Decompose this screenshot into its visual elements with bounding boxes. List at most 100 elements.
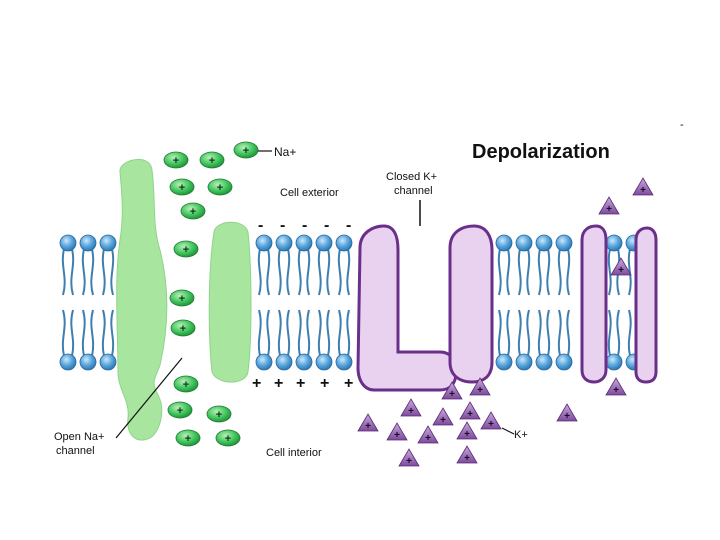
svg-text:+: + [408,406,414,417]
k-channel-middle-subunit [448,224,494,384]
lipid-head [535,234,553,252]
phospholipid [295,234,313,371]
lipid-head [59,353,77,371]
na-channel-right-subunit [208,221,252,383]
phospholipid [255,234,273,371]
lipid-head [515,353,533,371]
na-ion: + [199,151,225,169]
diagram-title: Depolarization [472,141,610,163]
interior-plus-2: + [274,375,283,392]
svg-text:+: + [190,206,196,218]
k-ion: + [469,377,491,396]
k-ion: + [400,398,422,417]
lipid-head [335,234,353,252]
svg-text:+: + [243,145,249,157]
svg-text:+: + [477,385,483,396]
lipid-head [295,234,313,252]
lipid-head [99,353,117,371]
phospholipid [59,234,77,371]
svg-text:+: + [449,389,455,400]
k-ion: + [357,413,379,432]
interior-plus-1: + [252,375,261,392]
lipid-head [605,234,623,252]
na-ion-label: Na+ [274,145,296,159]
k-channel-right-subunit-a [580,224,608,384]
lipid-head [255,234,273,252]
lipid-head [295,353,313,371]
k-ion: + [441,381,463,400]
k-ion: + [432,407,454,426]
svg-text:+: + [640,185,646,196]
svg-text:+: + [177,405,183,417]
k-ion: + [456,445,478,464]
svg-text:+: + [216,409,222,421]
k-ion: + [386,422,408,441]
na-ion: + [215,429,241,447]
interior-plus-3: + [296,375,305,392]
lipid-head [515,234,533,252]
k-ions: +++++++++++++++++ [357,177,654,467]
na-ion: + [233,141,259,159]
interior-plus-5: + [344,375,353,392]
lipid-head [495,353,513,371]
svg-text:+: + [179,182,185,194]
phospholipid [605,234,623,371]
svg-text:+: + [217,182,223,194]
lipid-head [335,353,353,371]
open-na-pointer [115,357,183,439]
lipid-head [79,353,97,371]
lipid-head [605,353,623,371]
lipid-head [275,234,293,252]
k-ion: + [605,377,627,396]
closed-k-label-line1: Closed K+ [386,171,437,183]
k-label-line [501,427,515,435]
exterior-charges: - - - - - [258,217,351,234]
exterior-minus-5: - [346,217,351,234]
k-channel-left-subunit [356,224,458,392]
k-ion: + [632,177,654,196]
k-ion: + [398,448,420,467]
na-ion: + [206,405,232,423]
phospholipid [495,234,513,371]
svg-text:+: + [464,429,470,440]
phospholipid [335,234,353,371]
na-ion: + [207,178,233,196]
lipid-head [255,353,273,371]
svg-text:+: + [183,244,189,256]
exterior-minus-1: - [258,217,263,234]
k-ion-label: K+ [514,429,528,441]
k-channel-right-subunit-b [634,226,658,384]
lipid-head [555,234,573,252]
na-ions: ++++++++++++++ [163,141,259,447]
k-ion: + [556,403,578,422]
k-ion: + [456,421,478,440]
k-ion: + [598,196,620,215]
open-na-channel [116,159,252,441]
svg-text:+: + [618,265,624,276]
cell-interior-label: Cell interior [266,447,322,459]
phospholipid [555,234,573,371]
svg-text:+: + [179,293,185,305]
closed-k-label-line2: channel [394,185,433,197]
phospholipid [315,234,333,371]
phospholipid [79,234,97,371]
lipid-head [555,353,573,371]
lipid-head [79,234,97,252]
phospholipid [515,234,533,371]
svg-text:+: + [440,415,446,426]
cell-exterior-label: Cell exterior [280,187,339,199]
phospholipid [275,234,293,371]
svg-text:+: + [394,430,400,441]
svg-text:+: + [606,204,612,215]
svg-text:+: + [183,379,189,391]
lipid-head [535,353,553,371]
na-ion: + [163,151,189,169]
lipid-head [59,234,77,252]
k-ion: + [459,401,481,420]
na-ion: + [173,240,199,258]
interior-plus-4: + [320,375,329,392]
na-ion: + [180,202,206,220]
svg-text:+: + [406,456,412,467]
svg-text:+: + [365,421,371,432]
